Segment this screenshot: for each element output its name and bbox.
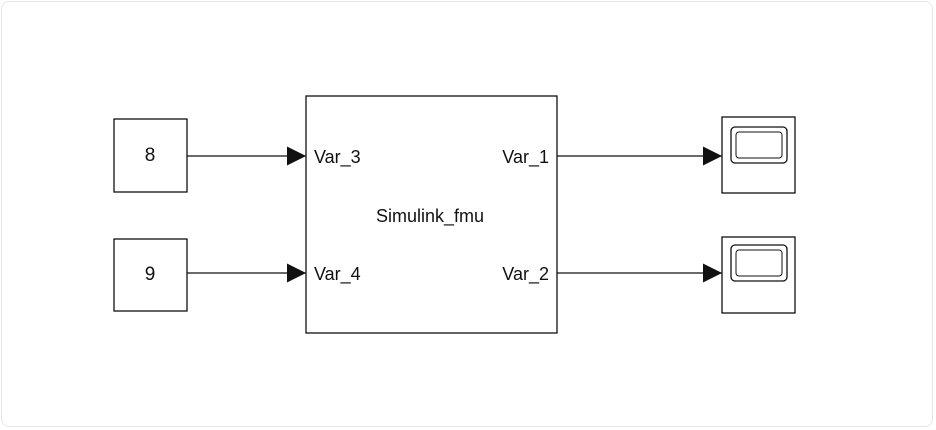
fmu-block-name: Simulink_fmu bbox=[376, 206, 484, 227]
scope-icon bbox=[730, 126, 788, 164]
constant-block-2[interactable]: 9 bbox=[113, 238, 188, 312]
fmu-block[interactable]: Var_3 Var_4 Var_1 Var_2 Simulink_fmu bbox=[305, 95, 558, 334]
scope-block-2[interactable] bbox=[721, 236, 796, 314]
output-port-var2: Var_2 bbox=[502, 264, 549, 285]
input-port-var4: Var_4 bbox=[314, 264, 361, 285]
constant-value-2: 9 bbox=[145, 264, 156, 285]
input-port-var3: Var_3 bbox=[314, 147, 361, 168]
constant-value-1: 8 bbox=[145, 145, 156, 166]
scope-icon bbox=[730, 244, 788, 282]
output-port-var1: Var_1 bbox=[502, 147, 549, 168]
constant-block-1[interactable]: 8 bbox=[113, 118, 188, 193]
scope-block-1[interactable] bbox=[721, 116, 796, 194]
